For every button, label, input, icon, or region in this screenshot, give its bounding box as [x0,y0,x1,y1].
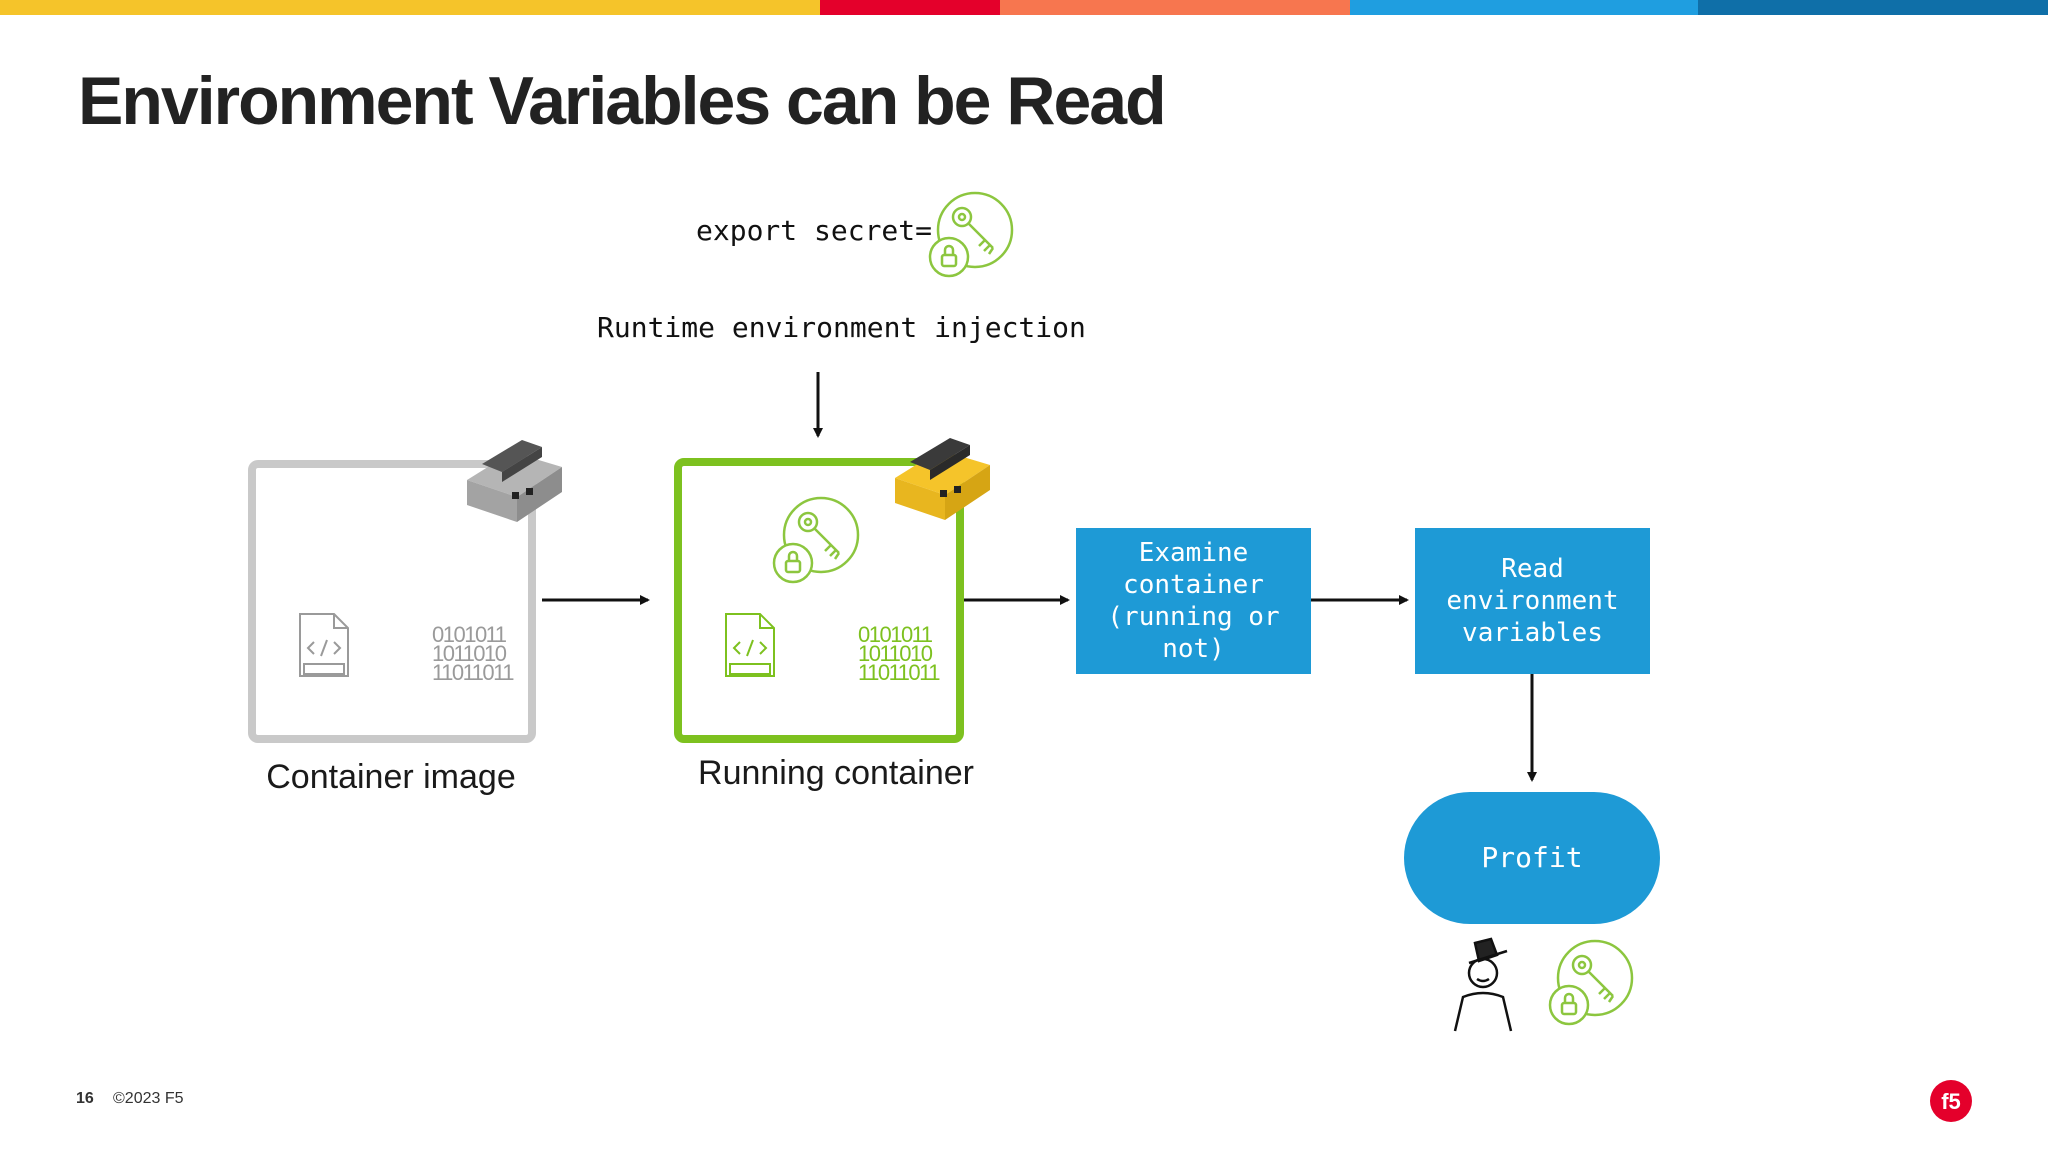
copyright: ©2023 F5 [113,1090,184,1107]
svg-text:f5: f5 [1941,1089,1961,1114]
api-file-icon [725,613,775,677]
binary-data-gray: 0101011 1011010 11011011 [432,622,514,685]
key-lock-icon [1548,939,1634,1026]
export-command: export secret= [696,214,933,247]
key-lock-icon [772,496,860,584]
bar-segment-yellow [0,0,820,15]
injection-label: Runtime environment injection [597,311,1086,344]
read-line-2: environment [1446,586,1619,616]
profit-label: Profit [1481,841,1583,874]
hacker-icon [1453,937,1513,1032]
container-image-caption: Container image [266,758,516,796]
read-env-vars-step: Read environment variables [1415,528,1650,674]
bar-segment-red [820,0,1000,15]
profit-step: Profit [1404,792,1660,924]
read-line-3: variables [1462,618,1603,648]
page-number: 16 [76,1090,94,1107]
examine-container-step: Examine container (running or not) [1076,528,1311,674]
examine-line-4: not) [1162,634,1225,664]
bar-segment-blue [1350,0,1698,15]
running-container-caption: Running container [698,754,974,792]
bar-segment-orange [1000,0,1350,15]
examine-line-3: (running or [1107,602,1280,632]
examine-line-2: container [1123,570,1264,600]
key-lock-icon [928,191,1014,278]
top-color-bar [0,0,2048,15]
bar-segment-dark-blue [1698,0,2048,15]
container-cube-icon-gray [467,440,562,522]
read-line-1: Read [1501,554,1564,584]
container-cube-icon-yellow [895,438,990,520]
slide-title: Environment Variables can be Read [78,63,1167,139]
api-file-icon [299,613,349,677]
examine-line-1: Examine [1138,538,1249,568]
f5-logo-icon: f5 [1930,1080,1972,1122]
binary-data-green: 0101011 1011010 11011011 [858,622,940,685]
